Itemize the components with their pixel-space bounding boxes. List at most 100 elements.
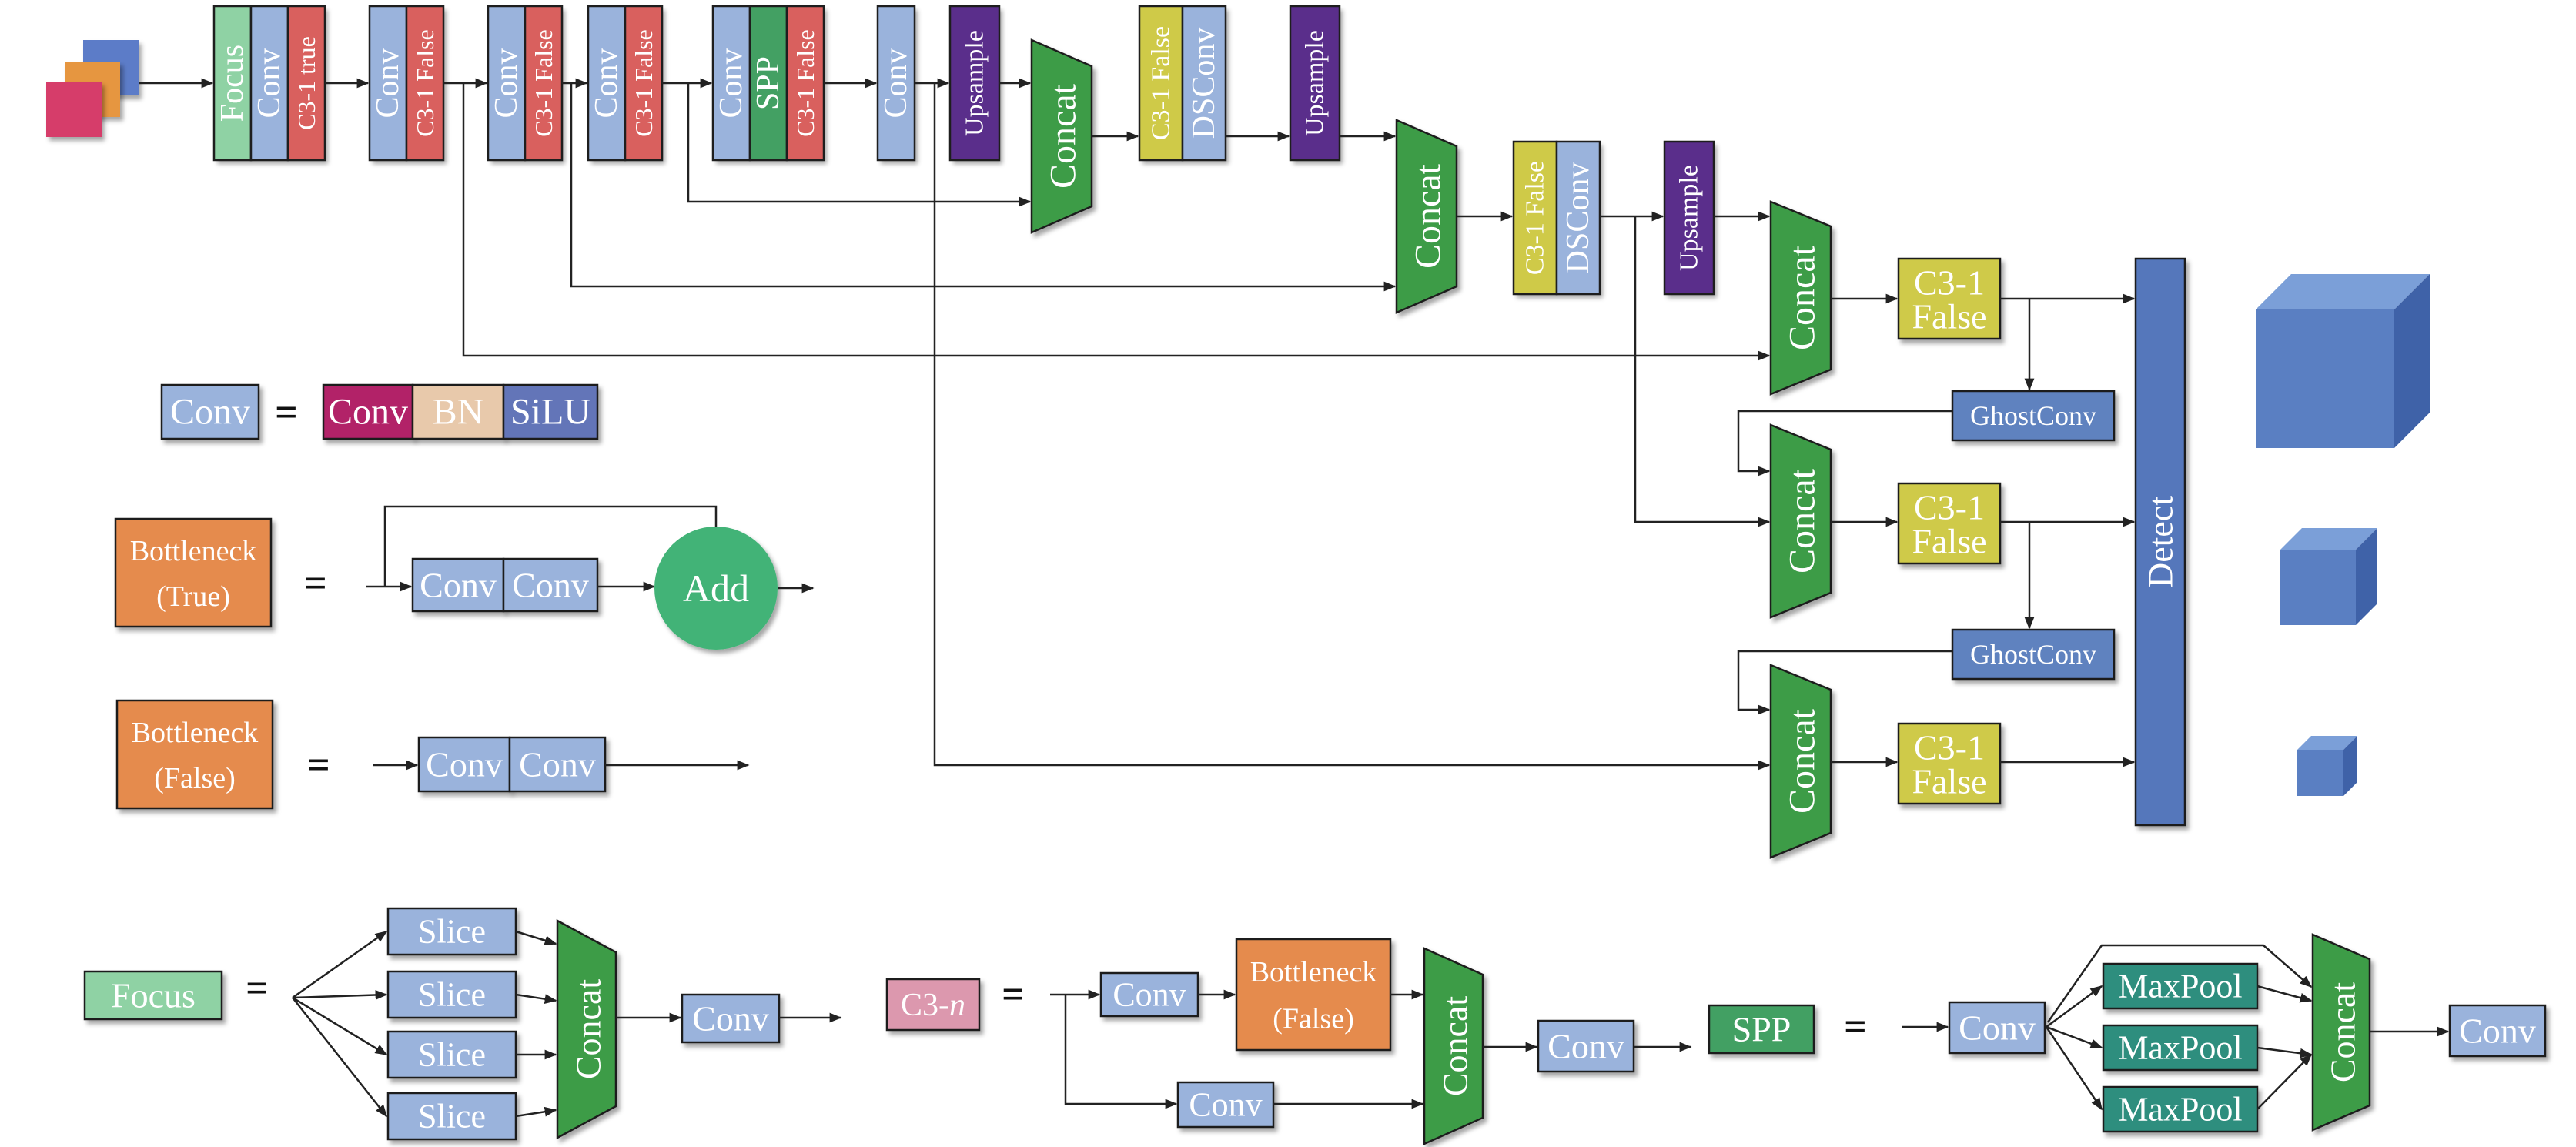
concat-shape	[1769, 200, 1832, 396]
conv-label: Conv	[1959, 1008, 2036, 1048]
conv-label: Conv	[1112, 976, 1186, 1014]
legend-conv-fuse: Conv	[322, 383, 414, 440]
slice-block: Slice	[386, 970, 517, 1019]
bottleneck-true-conv-1: Conv	[411, 557, 505, 613]
conv-label: Conv	[1189, 1086, 1262, 1124]
c3n-conv-bottom: Conv	[1176, 1081, 1275, 1129]
c3_1_false-label: C3-1 False	[630, 29, 657, 137]
bottleneck-true-conv-2-box	[502, 557, 599, 613]
conv-label: Conv	[692, 999, 769, 1038]
focus-label: Focus	[111, 976, 196, 1015]
equals-sign: =	[307, 744, 330, 788]
upsample-block-3: Upsample	[1663, 140, 1715, 296]
legend-silu-block-box	[502, 383, 599, 440]
ghostconv-block-2-box	[1951, 628, 2116, 681]
concat-label: Concat	[1043, 83, 1084, 189]
detect-block: Detect	[2134, 257, 2186, 827]
bottleneck-false-conv-2: Conv	[508, 736, 607, 793]
c3n-output-conv-box	[1537, 1019, 1635, 1073]
bottleneck-label: Bottleneck	[132, 717, 259, 749]
spp-label: SPP	[1732, 1010, 1791, 1049]
concat-label: Concat	[569, 979, 608, 1080]
c3-1-false-head-2-box	[1897, 482, 2002, 565]
upsample-label: Upsample	[961, 30, 989, 136]
connector-arrow	[2045, 1026, 2103, 1111]
spp-input-conv: Conv	[1948, 1001, 2046, 1055]
c3_1_false-label: C3-1 False	[1147, 26, 1176, 140]
ghostconv-label: GhostConv	[1970, 400, 2096, 431]
c3n-output-conv: Conv	[1537, 1019, 1635, 1073]
c3_1-label: C3-1	[1914, 488, 1985, 527]
input-layer-pink	[46, 82, 102, 137]
conv-c3-false-stack-1-segment	[405, 5, 445, 162]
maxpool-label: MaxPool	[2118, 1091, 2242, 1129]
slice-block-box	[386, 1092, 517, 1141]
add-label: Add	[683, 567, 749, 610]
connector-arrow	[1737, 410, 1952, 477]
connector-arrow	[1634, 216, 1771, 527]
slice-block-box	[386, 907, 517, 956]
conv-spp-c3-stack-segment	[748, 5, 788, 162]
c3n-box	[885, 978, 981, 1032]
legend-focus-block: Focus	[83, 970, 223, 1021]
concat-shape	[1769, 423, 1832, 619]
c3n-conv-top: Conv	[1099, 971, 1199, 1018]
maxpool-block: MaxPool	[2102, 1085, 2259, 1133]
cube-front	[2280, 550, 2356, 625]
slice-block: Slice	[386, 1092, 517, 1141]
legend-bn-block-box	[411, 383, 505, 440]
conv-label: Conv	[252, 48, 287, 118]
c3-dsconv-stack-1-segment	[1138, 5, 1184, 162]
spp-output-conv-box	[2448, 1004, 2547, 1058]
concat-block: Concat	[2311, 933, 2371, 1132]
bottleneck-true-conv-2: Conv	[502, 557, 599, 613]
legend-bn-block: BN	[411, 383, 505, 440]
conv-label: Conv	[512, 566, 589, 605]
focus-output-conv: Conv	[681, 993, 781, 1044]
legend-bottleneck-false-box	[115, 699, 274, 810]
connector-arrow	[2257, 1053, 2313, 1110]
equals-sign: =	[1002, 973, 1025, 1017]
connector-arrow	[292, 930, 388, 999]
slice-block-box	[386, 970, 517, 1019]
maxpool-block-box	[2102, 1024, 2259, 1072]
cube-side	[2356, 528, 2377, 625]
conv-spp-c3-stack-segment	[711, 5, 751, 162]
connector-arrow	[292, 996, 388, 1056]
bottleneck-false-conv-1-box	[417, 736, 511, 793]
c3-dsconv-stack-2-segment	[1512, 140, 1558, 296]
maxpool-block-box	[2102, 962, 2259, 1010]
false_paren-label: (False)	[154, 762, 236, 794]
conv-block-top-segment	[876, 5, 916, 162]
maxpool-block: MaxPool	[2102, 1024, 2259, 1072]
spp-output-conv: Conv	[2448, 1004, 2547, 1058]
c3_1_false-label: C3-1 False	[530, 29, 557, 137]
false-label: False	[1912, 296, 1986, 336]
connector-arrow	[2257, 1046, 2313, 1058]
legend-conv-block-box	[160, 383, 260, 440]
connector-arrow	[1737, 650, 1952, 715]
output-cube-small	[2297, 736, 2357, 796]
c3_1_false-label: C3-1 False	[1521, 161, 1550, 275]
concat-block: Concat	[1769, 200, 1832, 396]
concat-label: Concat	[1408, 163, 1449, 269]
detect-label: Detect	[2141, 496, 2180, 588]
c3-1-false-head-3-box	[1897, 722, 2002, 805]
c3_1-label: C3-1	[1914, 728, 1985, 767]
spp-label: SPP	[751, 56, 786, 110]
output-cube-medium	[2280, 528, 2377, 625]
concat-shape	[1423, 947, 1484, 1145]
slice-label: Slice	[418, 913, 486, 951]
connector-arrow	[515, 993, 557, 1004]
cube-front	[2297, 750, 2343, 796]
ghostconv-label: GhostConv	[1970, 639, 2096, 670]
c3n-label: C3-n	[901, 988, 965, 1023]
concat-label: Concat	[1782, 468, 1823, 574]
